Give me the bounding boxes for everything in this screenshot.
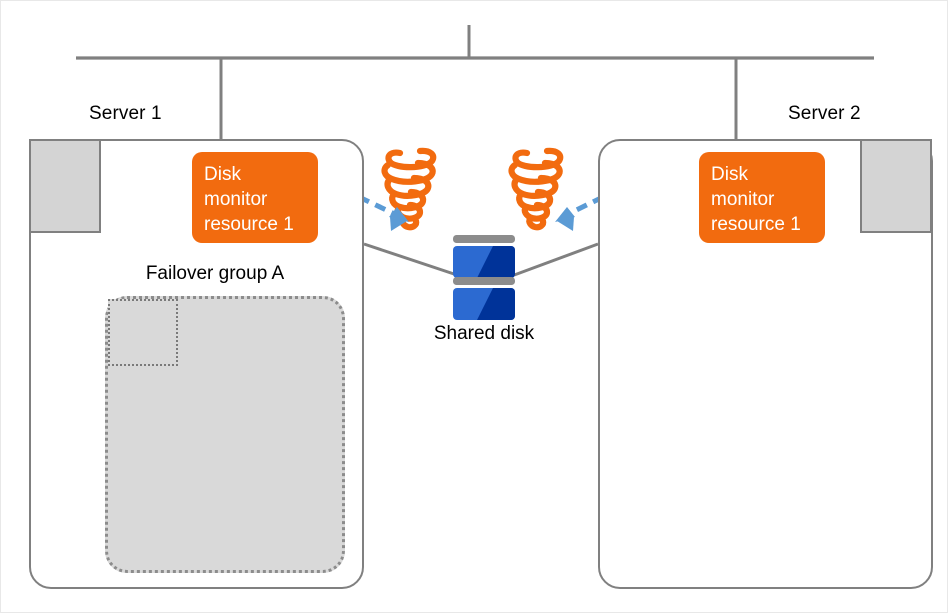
failover-group-a-resource-slot[interactable] <box>108 299 178 366</box>
resource-line-3: resource 1 <box>204 214 294 235</box>
resource-line-1: Disk <box>204 164 241 185</box>
disk-monitor-resource-1-left[interactable]: Disk monitor resource 1 <box>192 152 318 243</box>
resource-line-2: monitor <box>711 189 775 210</box>
server-1-icon-frame <box>29 139 101 233</box>
server-1-label: Server 1 <box>89 103 162 124</box>
disk-monitor-resource-1-right[interactable]: Disk monitor resource 1 <box>699 152 825 243</box>
server-2-label: Server 2 <box>788 103 861 124</box>
network-bus <box>76 25 874 139</box>
failover-group-a-box[interactable] <box>105 296 345 573</box>
dashed-arrow-down-right-icon <box>357 194 409 231</box>
resource-line-2: monitor <box>204 189 268 210</box>
failover-group-a-label: Failover group A <box>145 263 285 284</box>
shared-disk-label: Shared disk <box>433 323 535 344</box>
shared-disk-icon <box>453 235 515 320</box>
resource-line-3: resource 1 <box>711 214 801 235</box>
tornado-failure-icon-right <box>508 147 564 231</box>
resource-line-1: Disk <box>711 164 748 185</box>
server-2-icon-frame <box>860 139 932 233</box>
dashed-arrow-down-left-icon <box>555 194 605 231</box>
